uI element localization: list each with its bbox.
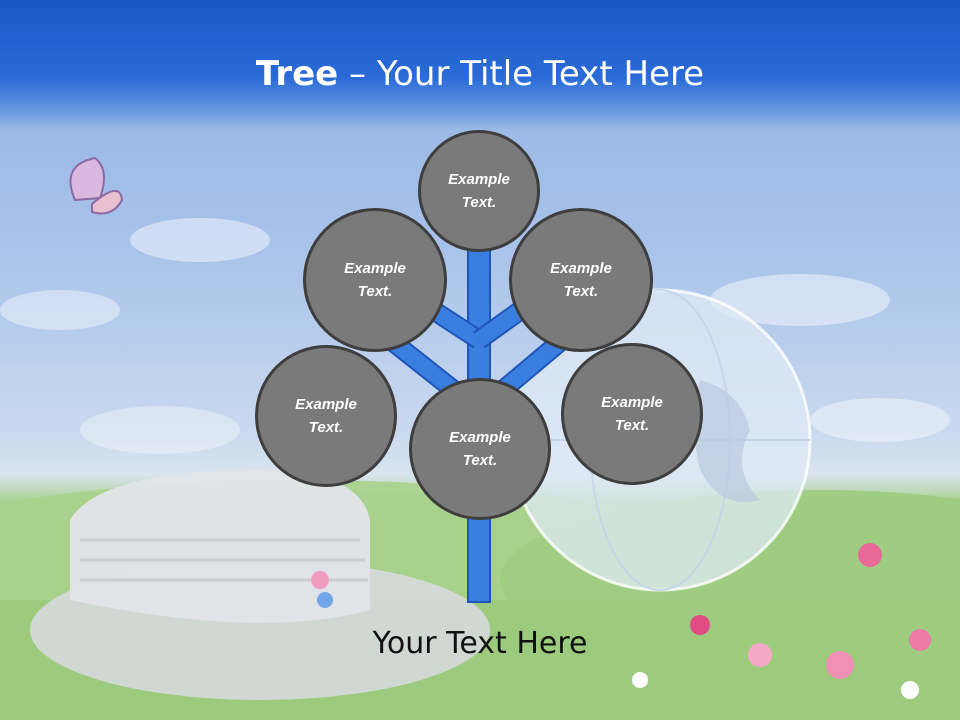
title-bold: Tree — [255, 54, 339, 94]
cloud-shape — [130, 218, 270, 262]
header-band — [0, 0, 960, 130]
slide-caption[interactable]: Your Text Here — [372, 626, 588, 661]
node-upper-left[interactable]: Example Text. — [303, 208, 447, 352]
node-label: Example Text. — [295, 396, 357, 436]
cloud-shape — [0, 290, 120, 330]
slide-title[interactable]: Tree – Your Title Text Here — [0, 52, 960, 96]
cloud-shape — [80, 406, 240, 454]
node-top[interactable]: Example Text. — [418, 130, 540, 252]
node-label: Example Text. — [344, 260, 406, 300]
node-lower-left[interactable]: Example Text. — [255, 345, 397, 487]
hat-icon — [30, 470, 490, 700]
node-upper-right[interactable]: Example Text. — [509, 208, 653, 352]
node-label: Example Text. — [448, 171, 510, 211]
cloud-shape — [810, 398, 950, 442]
node-center[interactable]: Example Text. — [409, 378, 551, 520]
butterfly-icon — [69, 156, 124, 215]
title-rest: – Your Title Text Here — [338, 54, 705, 94]
node-label: Example Text. — [601, 394, 663, 434]
node-label: Example Text. — [449, 429, 511, 469]
cloud-shape — [710, 274, 890, 326]
node-label: Example Text. — [550, 260, 612, 300]
node-lower-right[interactable]: Example Text. — [561, 343, 703, 485]
flowers-icon — [311, 543, 931, 699]
